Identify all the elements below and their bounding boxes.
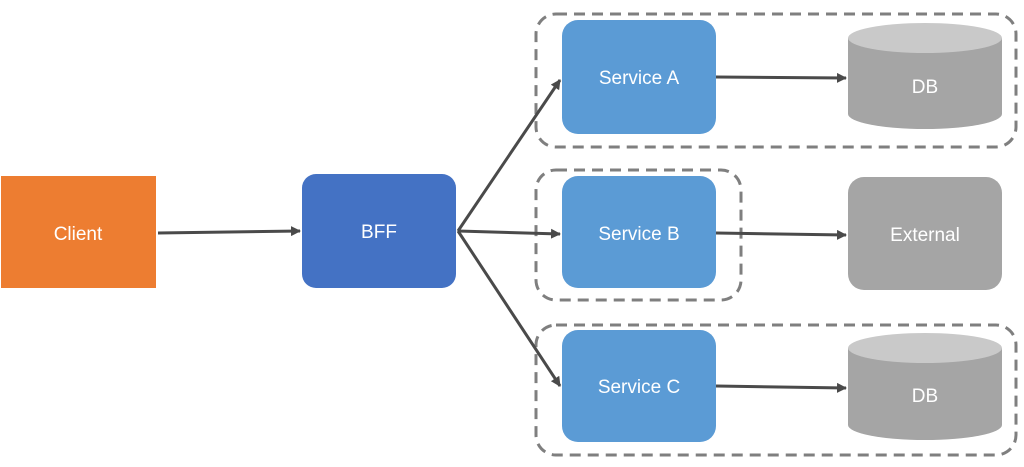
service-c-to-db-arrow bbox=[715, 382, 847, 393]
service-b-label: Service B bbox=[598, 224, 679, 245]
service-a-box bbox=[562, 20, 716, 134]
service-b-node: Service B bbox=[562, 176, 716, 288]
client-label: Client bbox=[54, 224, 103, 245]
database-a-icon bbox=[848, 38, 1002, 129]
bff-node: BFF bbox=[302, 174, 456, 288]
service-a-boundary bbox=[534, 12, 1018, 149]
database-a-label: DB bbox=[912, 77, 938, 98]
database-c-node: DB bbox=[848, 333, 1002, 440]
client-to-bff-arrow bbox=[157, 226, 301, 237]
database-c-top bbox=[848, 333, 1002, 363]
database-a-node: DB bbox=[848, 23, 1002, 129]
service-c-label: Service C bbox=[598, 377, 680, 398]
service-b-to-external-arrow bbox=[715, 229, 847, 240]
external-node: External bbox=[848, 177, 1002, 290]
client-box bbox=[1, 176, 156, 288]
service-c-node: Service C bbox=[562, 330, 716, 442]
bff-box bbox=[302, 174, 456, 288]
external-box bbox=[848, 177, 1002, 290]
service-a-node: Service A bbox=[562, 20, 716, 134]
service-c-box bbox=[562, 330, 716, 442]
bff-to-service-a-arrow bbox=[456, 79, 562, 232]
database-c-icon bbox=[848, 348, 1002, 440]
service-a-label: Service A bbox=[599, 68, 680, 89]
service-a-to-db-arrow bbox=[715, 72, 847, 83]
database-c-label: DB bbox=[912, 386, 938, 407]
external-label: External bbox=[890, 225, 960, 246]
database-a-top bbox=[848, 23, 1002, 53]
bff-label: BFF bbox=[361, 222, 397, 243]
service-c-boundary bbox=[534, 323, 1018, 457]
bff-to-service-c-arrow bbox=[456, 230, 562, 387]
service-b-box bbox=[562, 176, 716, 288]
client-node: Client bbox=[1, 176, 156, 288]
bff-to-service-b-arrow bbox=[457, 228, 561, 239]
service-b-boundary bbox=[534, 168, 743, 302]
